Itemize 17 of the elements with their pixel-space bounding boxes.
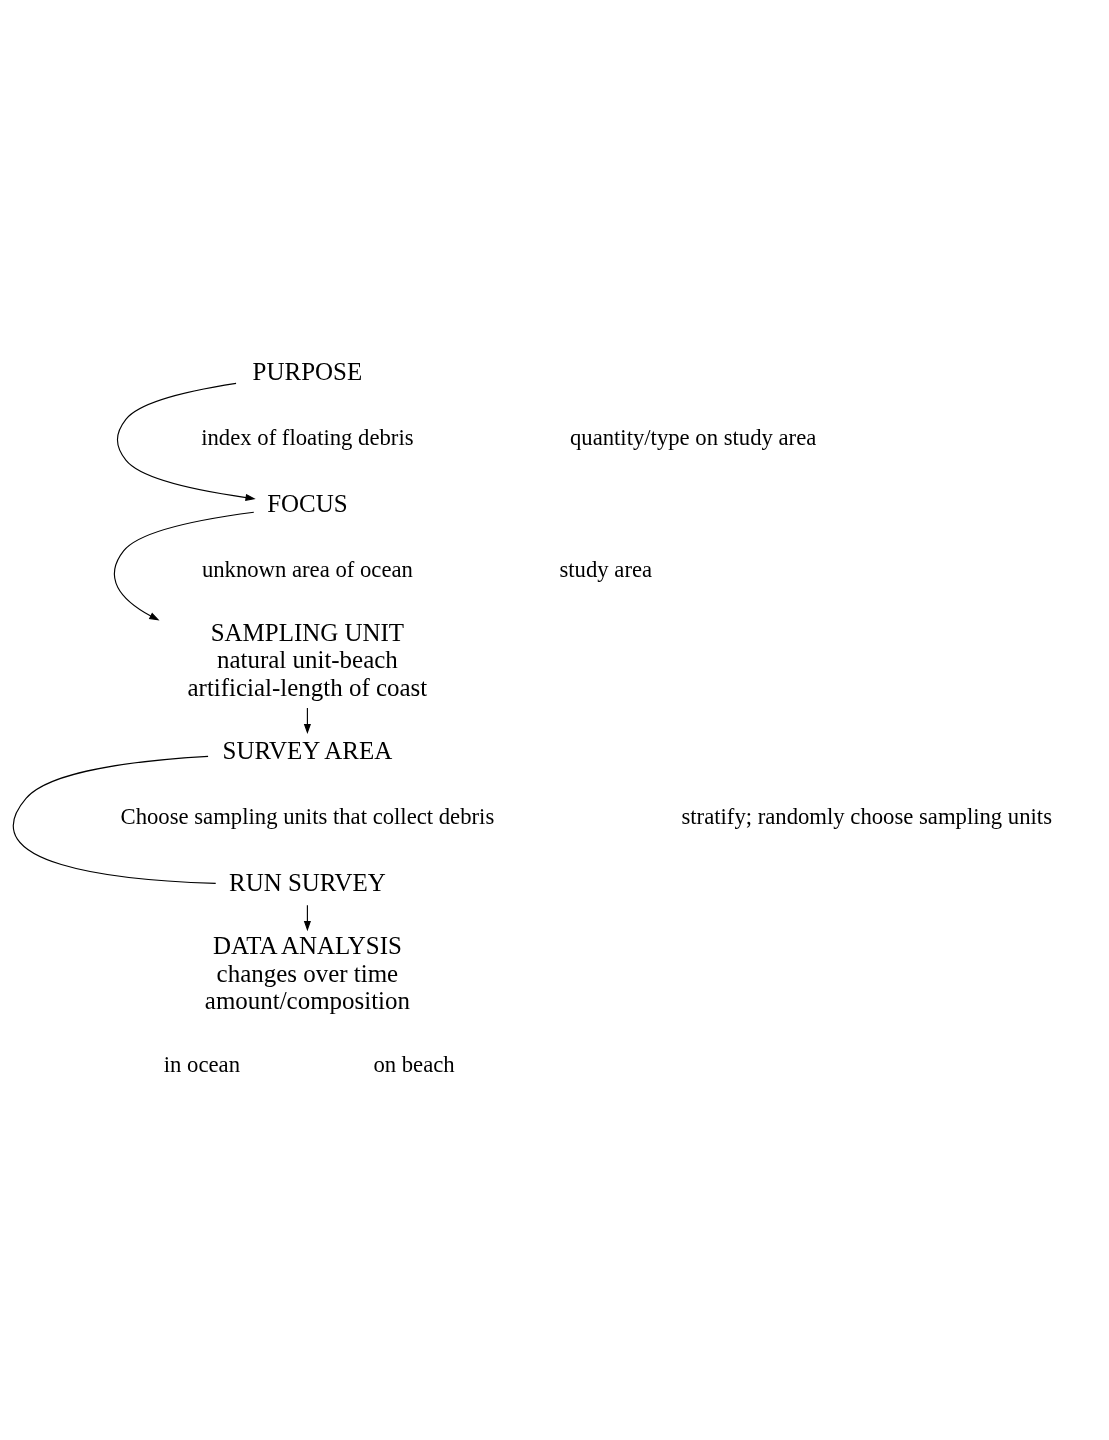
arrow — [116, 382, 256, 502]
label: index of floating debris — [201, 425, 414, 451]
label: stratify; randomly choose sampling units — [681, 804, 1052, 830]
node-text: SAMPLING UNIT natural unit-beach artificial-length of coast — [187, 619, 428, 701]
node-text: DATA ANALYSIS changes over time amount/composition — [204, 932, 410, 1014]
node-text: SURVEY AREA — [222, 737, 393, 765]
label: study area — [559, 557, 653, 583]
label: on beach — [373, 1051, 455, 1077]
connector — [12, 755, 217, 884]
label: Choose sampling units that collect debris — [120, 804, 495, 830]
label: quantity/type on study area — [569, 425, 817, 451]
node-text: RUN SURVEY — [229, 868, 386, 896]
label: unknown area of ocean — [201, 557, 413, 583]
label: in ocean — [163, 1051, 240, 1077]
arrow — [113, 511, 255, 621]
node-text: FOCUS — [267, 489, 348, 517]
node-text: PURPOSE — [252, 358, 363, 386]
